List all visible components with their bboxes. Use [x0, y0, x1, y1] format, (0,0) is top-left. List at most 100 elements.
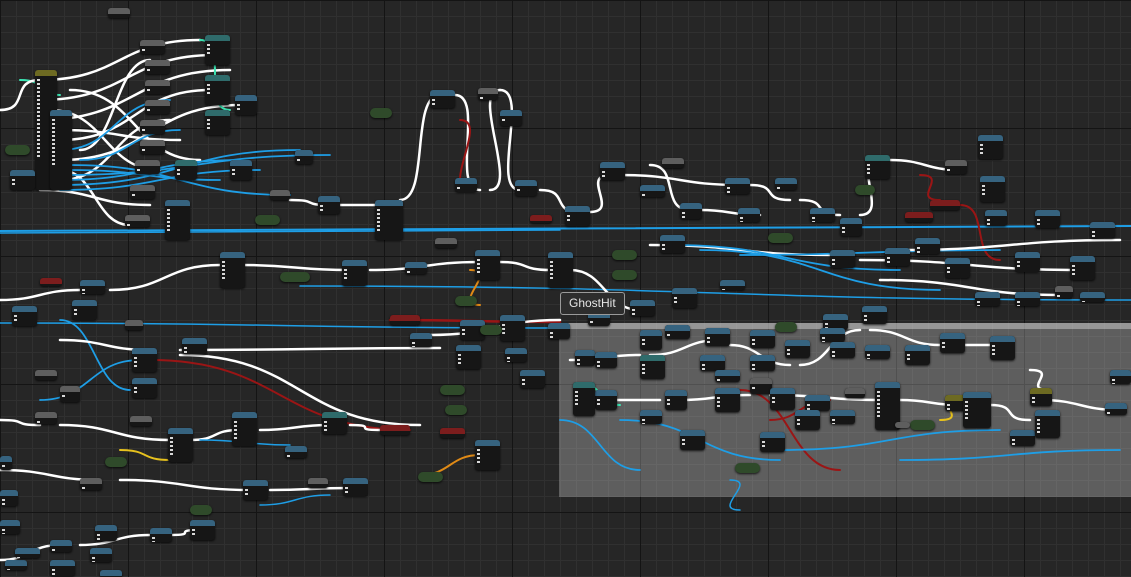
node-pin[interactable]	[324, 425, 327, 427]
node-pin[interactable]	[52, 159, 55, 161]
graph-node[interactable]	[440, 385, 465, 395]
node-pin[interactable]	[52, 573, 55, 575]
node-pin[interactable]	[52, 123, 55, 125]
node-pin[interactable]	[134, 387, 137, 389]
graph-node[interactable]	[232, 412, 257, 446]
node-pin[interactable]	[947, 404, 950, 406]
node-pin[interactable]	[877, 399, 880, 401]
node-pin[interactable]	[550, 265, 553, 267]
node-pin[interactable]	[772, 397, 775, 399]
comment-title[interactable]: GhostHit	[560, 292, 625, 315]
node-pin[interactable]	[667, 399, 670, 401]
graph-node[interactable]	[500, 110, 522, 126]
node-pin[interactable]	[344, 273, 347, 275]
node-pin[interactable]	[207, 123, 210, 125]
node-pin[interactable]	[477, 461, 480, 463]
node-pin[interactable]	[52, 151, 55, 153]
node-pin[interactable]	[965, 409, 968, 411]
node-pin[interactable]	[567, 215, 570, 217]
graph-node[interactable]	[785, 340, 810, 358]
node-pin[interactable]	[577, 363, 580, 365]
node-pin[interactable]	[1017, 261, 1020, 263]
node-pin[interactable]	[82, 293, 85, 294]
node-pin[interactable]	[222, 273, 225, 275]
node-pin[interactable]	[207, 119, 210, 121]
node-pin[interactable]	[740, 217, 743, 219]
node-pin[interactable]	[575, 403, 578, 405]
graph-node[interactable]	[418, 472, 443, 482]
node-pin[interactable]	[917, 251, 920, 253]
node-pin[interactable]	[92, 557, 95, 559]
node-pin[interactable]	[522, 379, 525, 381]
graph-node[interactable]	[322, 412, 347, 434]
node-pin[interactable]	[177, 169, 180, 171]
node-pin[interactable]	[1072, 269, 1075, 271]
node-pin[interactable]	[682, 216, 685, 218]
graph-node[interactable]	[0, 490, 18, 506]
node-pin[interactable]	[222, 265, 225, 267]
node-pin[interactable]	[1017, 301, 1020, 303]
node-pin[interactable]	[184, 347, 187, 349]
graph-node[interactable]	[775, 322, 797, 332]
node-pin[interactable]	[550, 273, 553, 275]
graph-node[interactable]	[530, 215, 552, 223]
node-pin[interactable]	[977, 305, 980, 306]
node-pin[interactable]	[37, 131, 40, 133]
node-pin[interactable]	[477, 453, 480, 455]
node-pin[interactable]	[597, 399, 600, 401]
node-pin[interactable]	[207, 92, 210, 94]
node-pin[interactable]	[877, 395, 880, 397]
node-pin[interactable]	[1017, 305, 1020, 306]
graph-node[interactable]	[1070, 256, 1095, 280]
node-pin[interactable]	[170, 437, 173, 439]
graph-node[interactable]	[135, 160, 160, 174]
graph-node[interactable]	[280, 272, 310, 282]
graph-node[interactable]	[1030, 388, 1052, 406]
node-pin[interactable]	[345, 487, 348, 489]
graph-node[interactable]	[0, 520, 20, 534]
graph-node[interactable]	[478, 88, 498, 100]
node-pin[interactable]	[52, 143, 55, 145]
graph-node[interactable]	[865, 345, 890, 359]
node-pin[interactable]	[832, 263, 835, 265]
node-pin[interactable]	[14, 315, 17, 317]
graph-node[interactable]	[640, 355, 665, 379]
node-pin[interactable]	[567, 219, 570, 221]
node-pin[interactable]	[37, 119, 40, 121]
graph-node[interactable]	[455, 296, 477, 306]
node-pin[interactable]	[432, 103, 435, 105]
node-pin[interactable]	[12, 183, 15, 185]
node-pin[interactable]	[877, 403, 880, 405]
graph-node[interactable]	[720, 280, 745, 290]
node-pin[interactable]	[832, 419, 835, 421]
node-pin[interactable]	[550, 332, 553, 334]
graph-node[interactable]	[715, 388, 740, 412]
graph-node[interactable]	[145, 80, 170, 94]
node-pin[interactable]	[907, 354, 910, 356]
node-pin[interactable]	[1072, 265, 1075, 267]
node-pin[interactable]	[667, 334, 670, 336]
node-pin[interactable]	[727, 191, 730, 193]
node-pin[interactable]	[832, 355, 835, 357]
node-pin[interactable]	[772, 401, 775, 403]
node-pin[interactable]	[377, 229, 380, 231]
node-pin[interactable]	[52, 549, 55, 551]
graph-node[interactable]	[235, 95, 257, 115]
node-pin[interactable]	[222, 261, 225, 263]
node-pin[interactable]	[1037, 223, 1040, 225]
node-pin[interactable]	[1037, 423, 1040, 425]
graph-node[interactable]	[775, 178, 797, 190]
node-pin[interactable]	[550, 261, 553, 263]
node-pin[interactable]	[37, 87, 40, 89]
graph-node[interactable]	[190, 505, 212, 515]
node-pin[interactable]	[134, 391, 137, 393]
graph-node[interactable]	[770, 388, 795, 410]
node-pin[interactable]	[477, 263, 480, 265]
node-pin[interactable]	[752, 368, 755, 370]
graph-node[interactable]	[475, 440, 500, 470]
node-pin[interactable]	[877, 411, 880, 413]
graph-node[interactable]	[548, 323, 570, 339]
graph-node[interactable]	[945, 258, 970, 278]
node-pin[interactable]	[462, 329, 465, 331]
node-pin[interactable]	[667, 403, 670, 405]
